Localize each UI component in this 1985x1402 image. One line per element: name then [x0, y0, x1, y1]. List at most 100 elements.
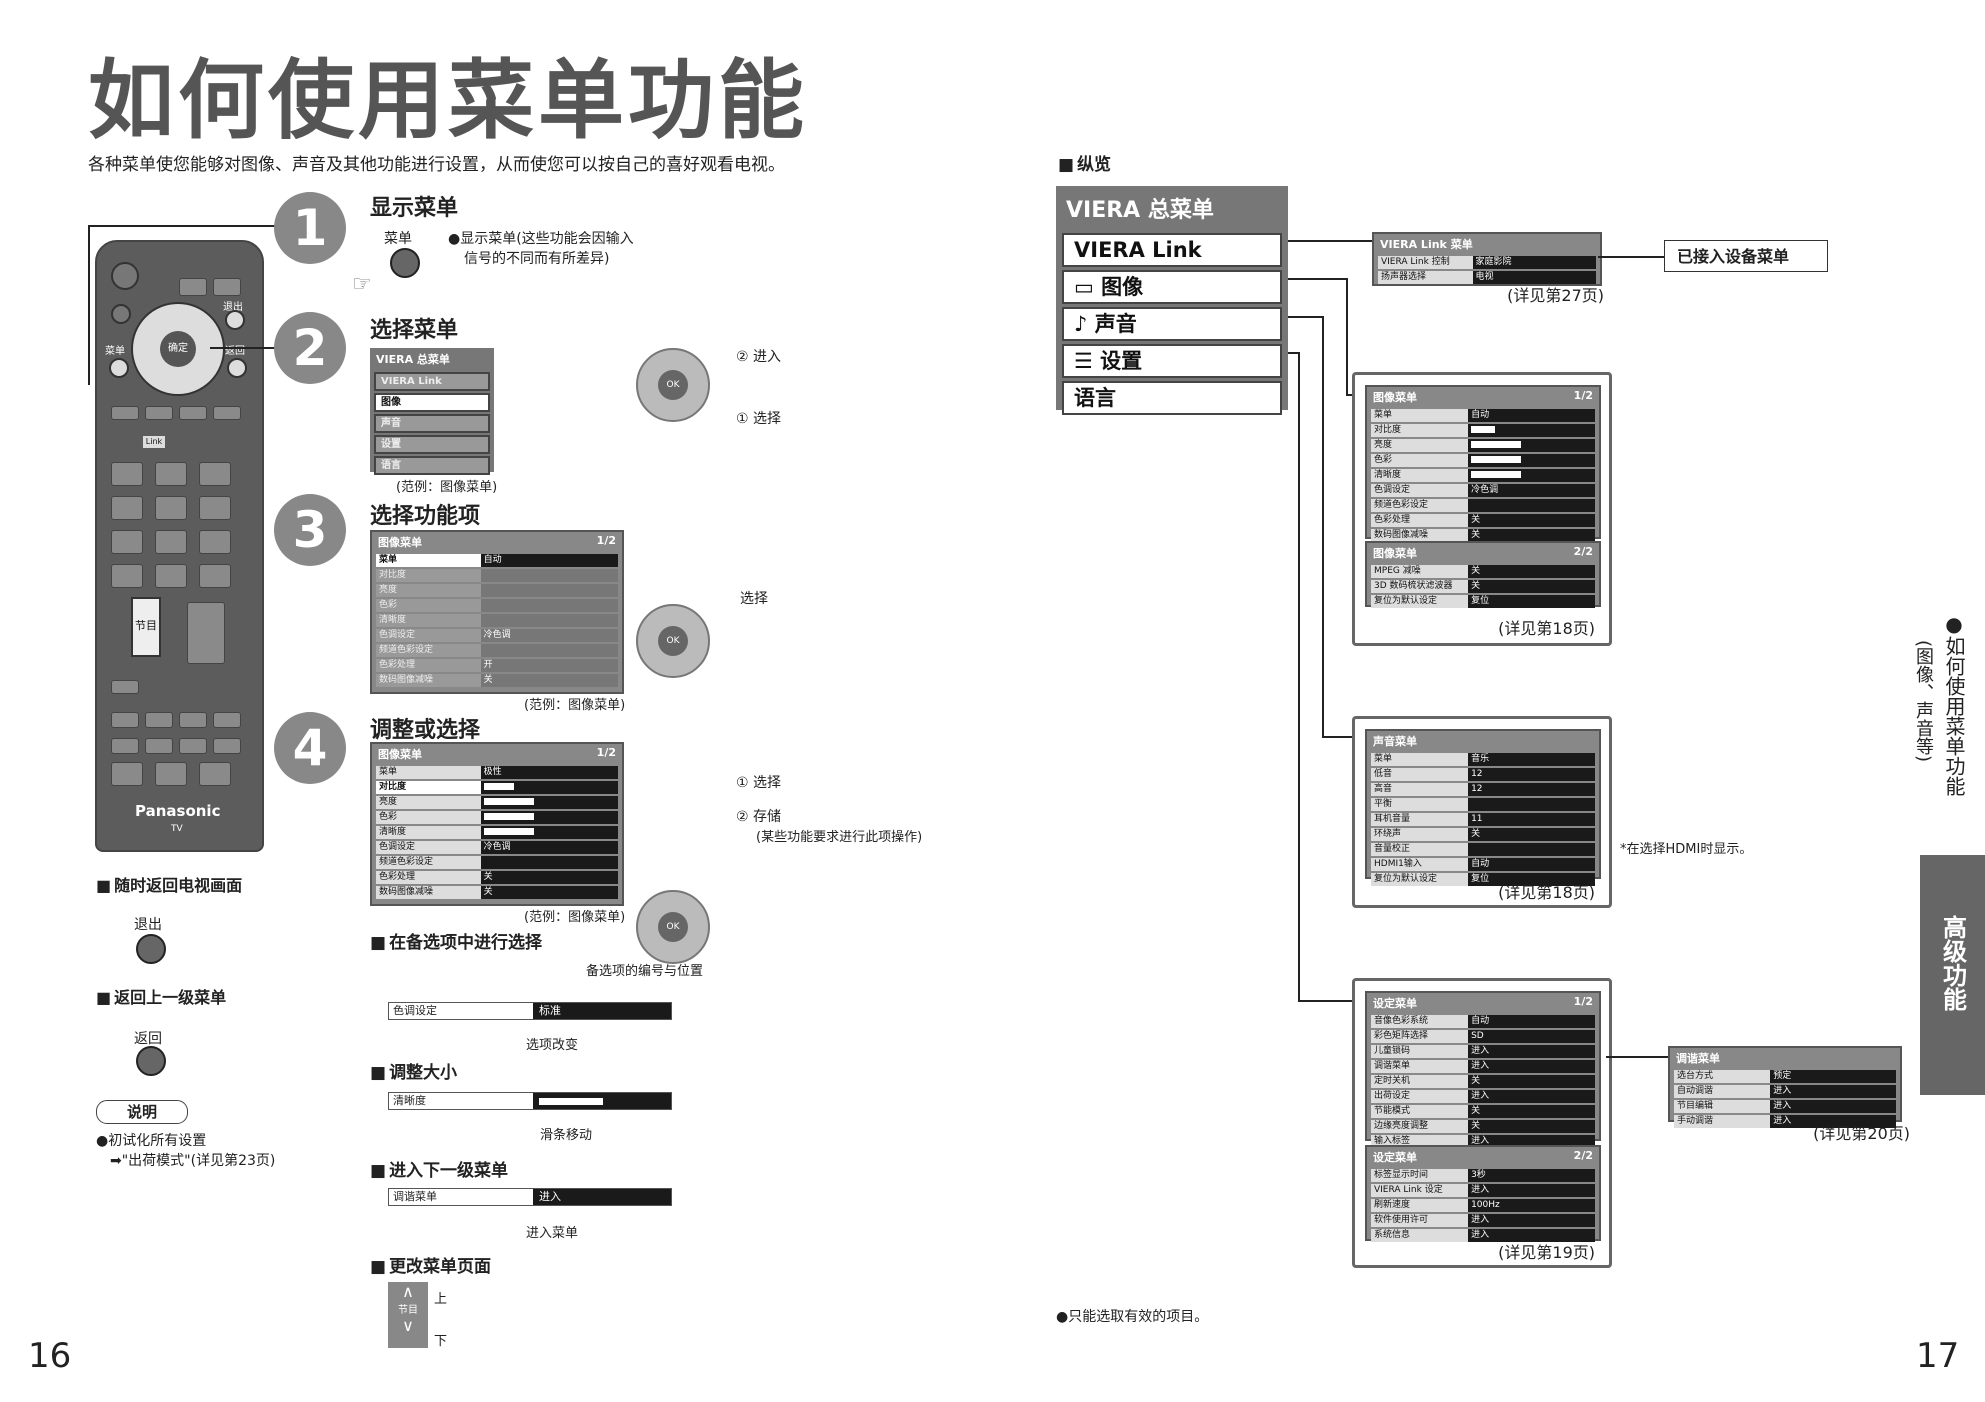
- remote-button[interactable]: [145, 406, 173, 420]
- menu-row: 色彩处理开: [376, 659, 618, 672]
- program-button[interactable]: 节目: [131, 597, 161, 657]
- remote-button[interactable]: [199, 762, 231, 786]
- menu-row: VIERA Link 设定进入: [1371, 1184, 1595, 1197]
- number-button[interactable]: [155, 564, 187, 588]
- remote-button[interactable]: [179, 738, 207, 754]
- menu-page: 1/2: [596, 746, 616, 759]
- menu-button[interactable]: [109, 358, 129, 378]
- number-button[interactable]: [111, 564, 143, 588]
- remote-button[interactable]: [179, 712, 207, 728]
- main-menu-item-picture[interactable]: ▭ 图像: [1062, 270, 1282, 304]
- remote-button[interactable]: [111, 406, 139, 420]
- note-badge: 说明: [96, 1100, 188, 1124]
- exit-label: 退出: [223, 302, 243, 313]
- number-button[interactable]: [199, 462, 231, 486]
- menu-row: 复位为默认设定复位: [1371, 873, 1595, 886]
- menu-row: 色调设定冷色调: [376, 629, 618, 642]
- brand-logo: Panasonic: [135, 802, 221, 820]
- step-3-caption: (范例：图像菜单): [524, 698, 626, 713]
- tuning-see-page: (详见第20页): [1813, 1124, 1910, 1143]
- connector-line: [210, 347, 282, 349]
- remote-button[interactable]: [213, 738, 241, 754]
- connector-line: [1288, 316, 1324, 318]
- resize-slider-row[interactable]: 清晰度: [388, 1092, 672, 1110]
- remote-button[interactable]: [155, 762, 187, 786]
- remote-button[interactable]: [179, 406, 207, 420]
- main-menu-item-language[interactable]: 语言: [1062, 381, 1282, 415]
- remote-button[interactable]: [111, 304, 131, 324]
- number-button[interactable]: [155, 530, 187, 554]
- remote-button[interactable]: [213, 278, 241, 296]
- menu-row: 平衡: [1371, 798, 1595, 811]
- ok-button[interactable]: 确定: [160, 331, 196, 367]
- back-key-label: 返回: [134, 1031, 162, 1047]
- menu-row: 环绕声关: [1371, 828, 1595, 841]
- menu-row: 儿童锁码进入: [1371, 1045, 1595, 1058]
- volume-button[interactable]: [187, 602, 225, 664]
- choose-option-row[interactable]: 色调设定 标准: [388, 1002, 672, 1020]
- enter-sub-row[interactable]: 调谐菜单 进入: [388, 1188, 672, 1206]
- menu-row: 音像色彩系统自动: [1371, 1015, 1595, 1028]
- menu-item-setup[interactable]: 设置: [374, 435, 490, 454]
- page-number-right: 17: [1916, 1336, 1960, 1376]
- exit-button[interactable]: [225, 310, 245, 330]
- menu-row: 系统信息进入: [1371, 1229, 1595, 1242]
- menu-row: VIERA Link 控制家庭影院: [1378, 256, 1596, 269]
- menu-row: 音量校正: [1371, 843, 1595, 856]
- number-button[interactable]: [199, 530, 231, 554]
- number-button[interactable]: [155, 462, 187, 486]
- remote-button[interactable]: [111, 680, 139, 694]
- dpad[interactable]: 确定: [131, 302, 225, 396]
- overview-heading: 纵览: [1058, 150, 1111, 175]
- small-main-menu-title: VIERA 总菜单: [376, 353, 450, 366]
- main-menu-title: VIERA 总菜单: [1066, 198, 1214, 223]
- menu-item-picture[interactable]: 图像: [374, 393, 490, 412]
- menu-row: 出荷设定进入: [1371, 1090, 1595, 1103]
- menu-row: 清晰度: [1371, 469, 1595, 482]
- menu-label: 菜单: [105, 346, 125, 357]
- slider-fill[interactable]: [539, 1097, 603, 1105]
- menu-item-sound[interactable]: 声音: [374, 414, 490, 433]
- menu-row: 扬声器选择电视: [1378, 271, 1596, 284]
- number-button[interactable]: [111, 462, 143, 486]
- remote-button[interactable]: [145, 712, 173, 728]
- choose-hint: 备选项的编号与位置: [586, 964, 704, 979]
- main-menu-item-sound[interactable]: ♪ 声音: [1062, 307, 1282, 341]
- menu-row: 手动调谐进入: [1674, 1115, 1896, 1128]
- menu-row: 自动调谐进入: [1674, 1085, 1896, 1098]
- remote-control: 退出 确定 菜单 返回 Link 节目 Panasonic TV: [95, 240, 264, 852]
- main-menu-item-viera-link[interactable]: VIERA Link: [1062, 233, 1282, 267]
- viera-link-menu: VIERA Link 菜单 VIERA Link 控制家庭影院 扬声器选择电视: [1372, 232, 1602, 286]
- select-hint: ① 选择: [736, 411, 782, 427]
- link-button[interactable]: Link: [143, 436, 165, 448]
- menu-row: 对比度: [376, 569, 618, 582]
- small-main-menu: VIERA 总菜单 VIERA Link 图像 声音 设置 语言: [370, 348, 494, 475]
- number-button[interactable]: [111, 496, 143, 520]
- number-button[interactable]: [199, 496, 231, 520]
- remote-button[interactable]: [213, 406, 241, 420]
- number-button[interactable]: [155, 496, 187, 520]
- menu-item-language[interactable]: 语言: [374, 456, 490, 475]
- power-button[interactable]: [111, 262, 139, 290]
- program-page-button[interactable]: ∧ 节目 ∨: [388, 1282, 428, 1348]
- remote-button[interactable]: [213, 712, 241, 728]
- remote-button[interactable]: [111, 762, 143, 786]
- enter-sub-heading: 进入下一级菜单: [370, 1156, 508, 1181]
- main-menu-item-setup[interactable]: ☰ 设置: [1062, 344, 1282, 378]
- level-bar: [483, 813, 534, 820]
- level-bar: [1471, 426, 1496, 433]
- remote-button[interactable]: [179, 278, 207, 296]
- picture-see-page: (详见第18页): [1498, 619, 1595, 638]
- number-button[interactable]: [111, 530, 143, 554]
- menu-row: 色彩处理关: [376, 871, 618, 884]
- remote-button[interactable]: [111, 712, 139, 728]
- remote-button[interactable]: [111, 738, 139, 754]
- number-button[interactable]: [199, 564, 231, 588]
- step-1-title: 显示菜单: [370, 196, 459, 221]
- menu-item-viera-link[interactable]: VIERA Link: [374, 372, 490, 391]
- back-button[interactable]: [227, 358, 247, 378]
- remote-button[interactable]: [145, 738, 173, 754]
